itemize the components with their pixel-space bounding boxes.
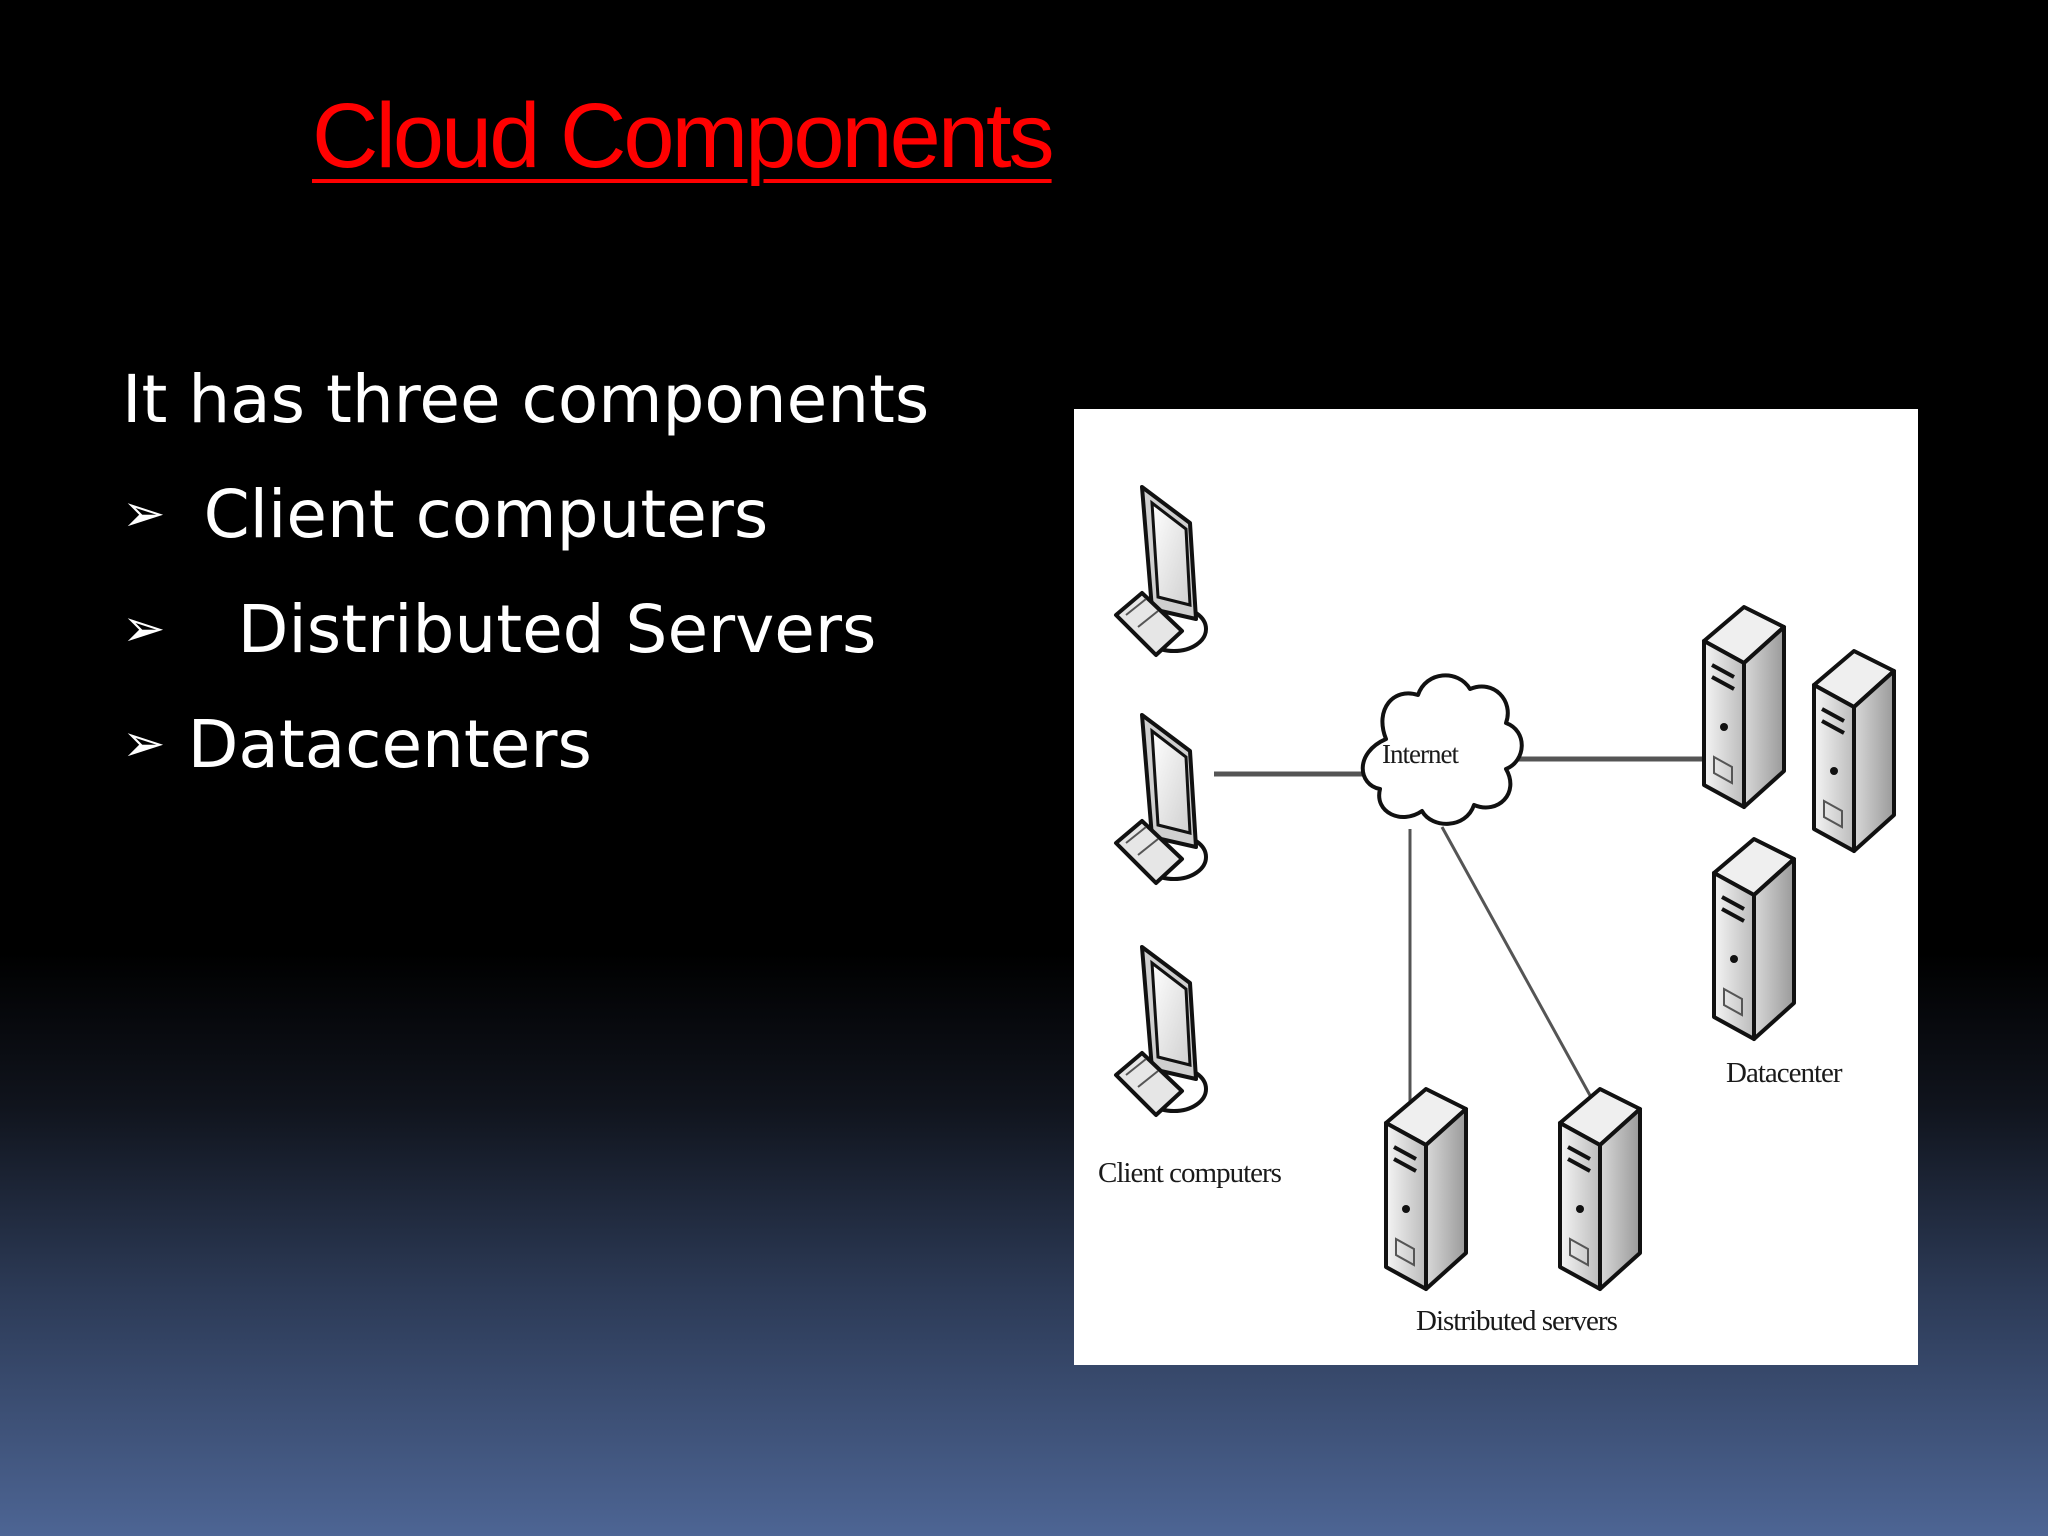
intro-text: It has three components (122, 360, 929, 439)
list-item-label: Distributed Servers (238, 591, 877, 668)
client-computer-icon (1116, 947, 1206, 1115)
internet-label: Internet (1382, 739, 1458, 770)
datacenter-server-icon (1704, 607, 1784, 807)
distributed-server-icon (1560, 1089, 1640, 1289)
datacenter-server-icon (1814, 651, 1894, 851)
arrow-bullet-icon: ➢ (122, 483, 166, 545)
list-item-label: Client computers (204, 476, 769, 553)
client-computer-icon (1116, 487, 1206, 655)
distributed-servers-label: Distributed servers (1416, 1305, 1617, 1338)
list-item-distributed-servers: ➢ Distributed Servers (122, 590, 876, 669)
datacenter-server-icon (1714, 839, 1794, 1039)
arrow-bullet-icon: ➢ (122, 598, 166, 660)
client-computers-label: Client computers (1098, 1157, 1281, 1190)
diagram-drawing (1074, 409, 1918, 1365)
list-item-client-computers: ➢ Client computers (122, 475, 768, 554)
cloud-diagram: Internet Client computers Distributed se… (1074, 409, 1918, 1365)
distributed-server-icon (1386, 1089, 1466, 1289)
datacenter-label: Datacenter (1726, 1057, 1842, 1090)
list-item-label: Datacenters (188, 706, 592, 783)
client-computer-icon (1116, 715, 1206, 883)
arrow-bullet-icon: ➢ (122, 713, 166, 775)
slide-title: Cloud Components (312, 84, 1052, 190)
link-internet-server-2 (1442, 827, 1592, 1099)
list-item-datacenters: ➢ Datacenters (122, 705, 592, 784)
